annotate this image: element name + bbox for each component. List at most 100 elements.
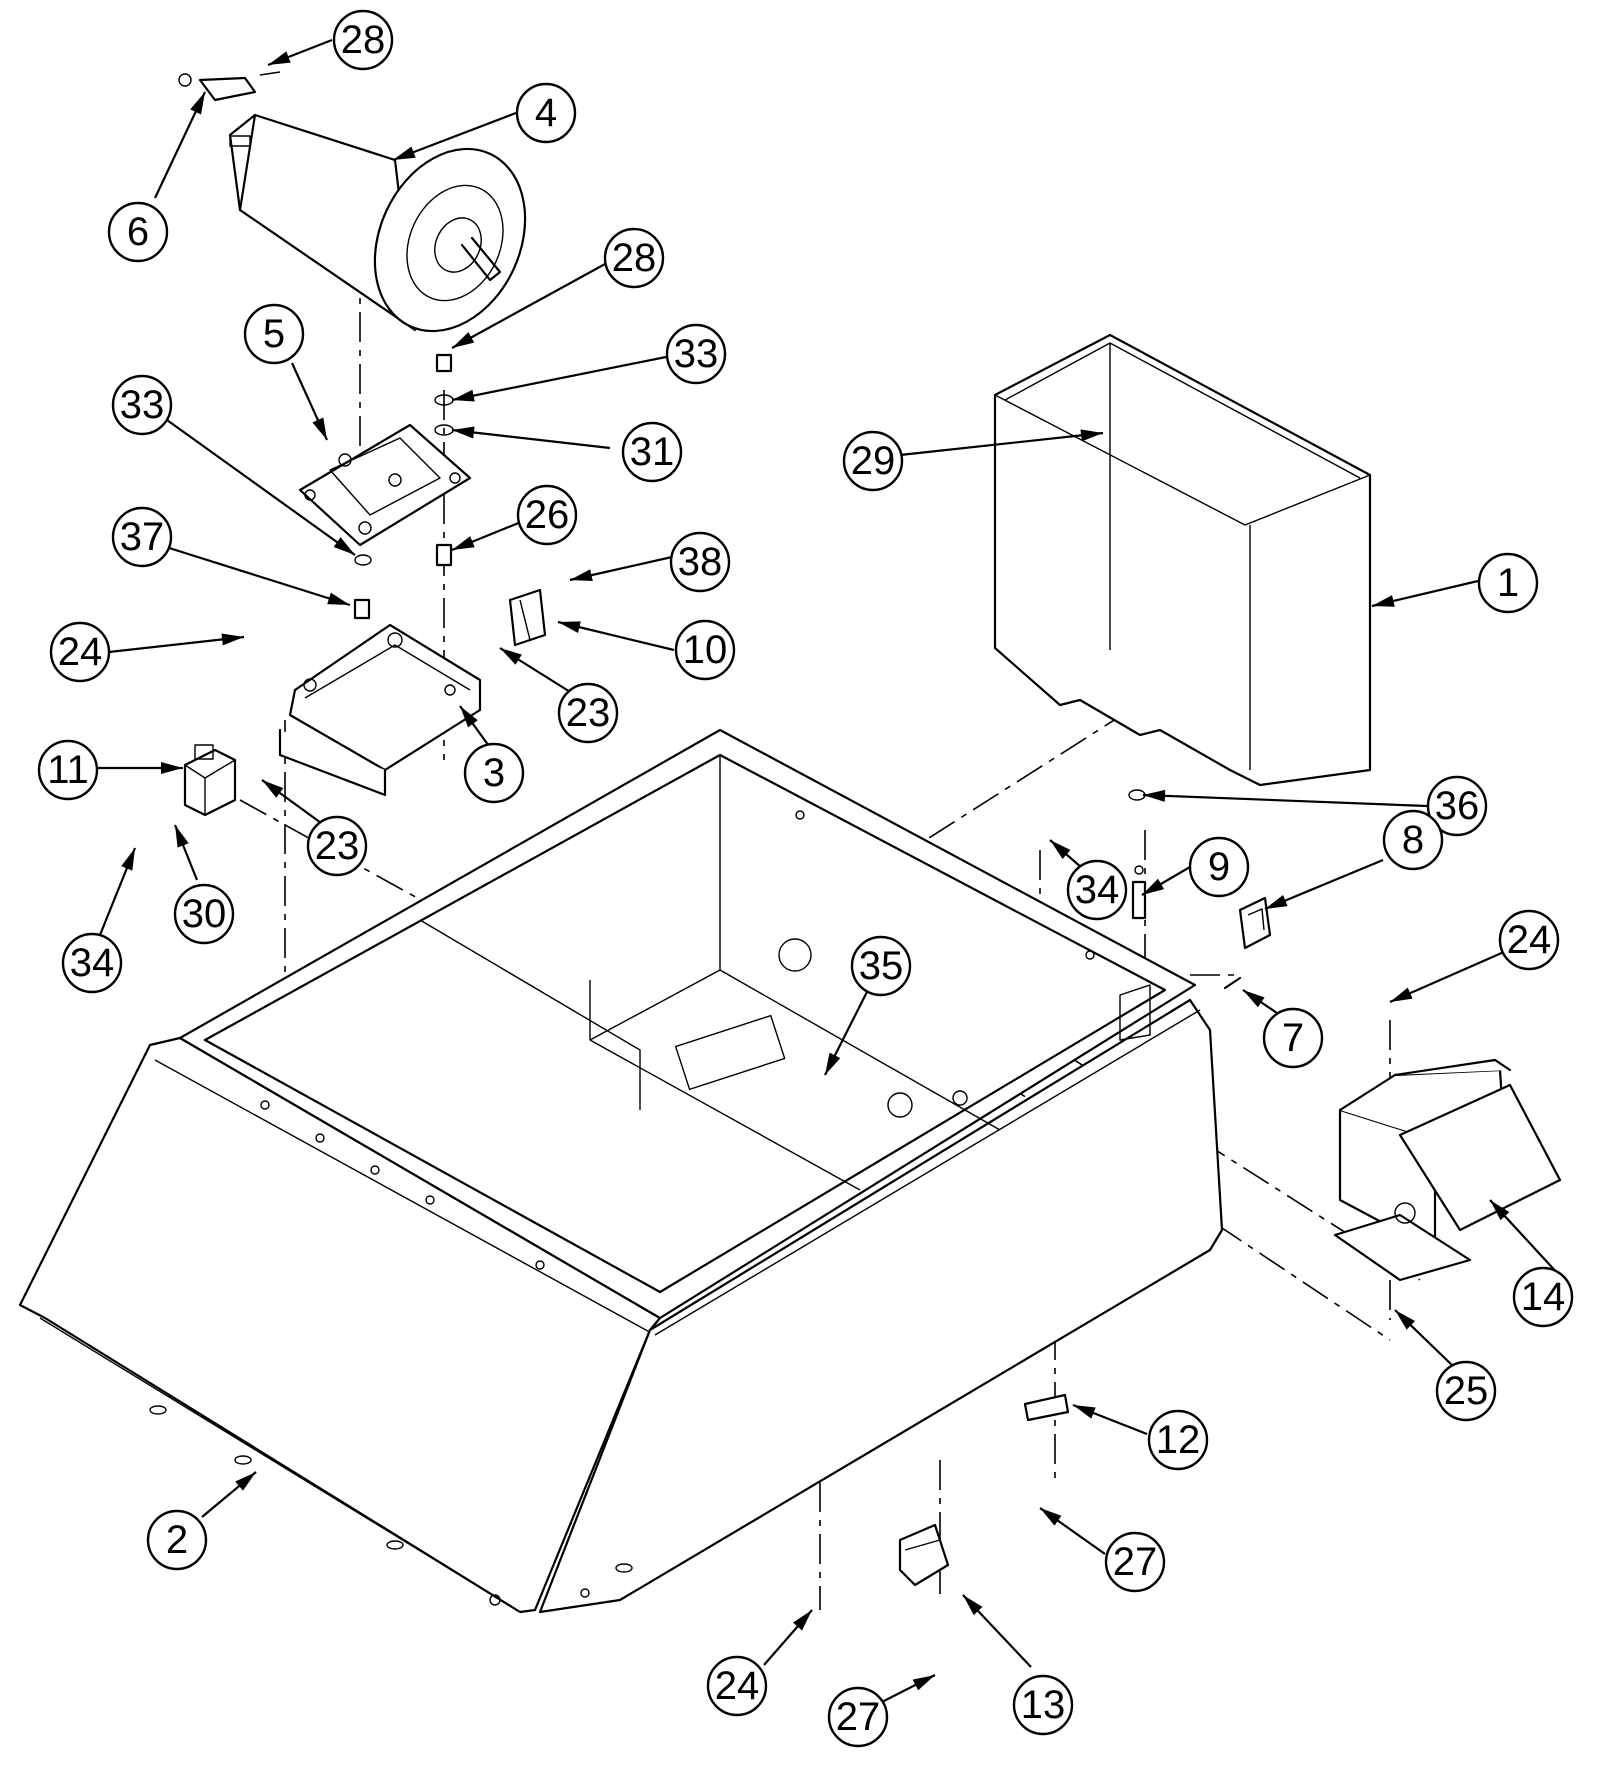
callout-5-label: 5 <box>263 312 285 356</box>
callout-3: 3 <box>463 742 525 804</box>
callout-13-label: 13 <box>1021 1683 1066 1727</box>
callout-26-label: 26 <box>525 493 570 537</box>
callout-33-right: 33 <box>665 323 727 385</box>
switch-bracket <box>278 623 482 797</box>
leader-arrowhead <box>327 592 350 605</box>
callout-24-right: 24 <box>1498 909 1560 971</box>
callout-33-left-label: 33 <box>120 383 165 427</box>
callout-14: 14 <box>1512 1266 1574 1328</box>
callout-25-label: 25 <box>1444 1369 1489 1413</box>
leader-arrowhead <box>175 825 189 848</box>
callout-24-left-label: 24 <box>58 630 103 674</box>
callout-34-center-label: 34 <box>1075 868 1120 912</box>
leader-arrowhead <box>452 332 475 348</box>
leader-arrowhead <box>235 1472 256 1491</box>
leader-arrowhead <box>500 648 522 665</box>
leader-arrowhead <box>1395 1310 1415 1330</box>
callout-24-right-label: 24 <box>1507 918 1552 962</box>
callout-8-label: 8 <box>1402 818 1424 862</box>
callout-31-label: 31 <box>630 430 675 474</box>
callout-12-label: 12 <box>1156 1418 1201 1462</box>
callout-36-label: 36 <box>1435 784 1480 828</box>
tank <box>993 333 1372 787</box>
callout-24-bottom: 24 <box>706 1655 768 1717</box>
callout-27-right-label: 27 <box>1113 1540 1158 1584</box>
callout-35-label: 35 <box>859 944 904 988</box>
leader-arrowhead <box>825 1052 841 1075</box>
leader-arrowhead <box>312 417 327 440</box>
callout-30: 30 <box>173 883 235 945</box>
callout-33-right-label: 33 <box>674 332 719 376</box>
leader-arrowheads <box>121 51 1510 1691</box>
leader-arrowhead <box>1050 840 1071 860</box>
callout-27-bottom-label: 27 <box>836 1695 881 1739</box>
callout-6: 6 <box>107 201 169 263</box>
callout-37-label: 37 <box>120 515 165 559</box>
callout-9-label: 9 <box>1208 845 1230 889</box>
callout-34-center: 34 <box>1066 859 1128 921</box>
leader-arrowhead <box>262 780 284 798</box>
callout-29: 29 <box>842 430 904 492</box>
leader-arrowhead <box>221 633 244 646</box>
leader-arrowhead <box>963 1595 983 1616</box>
leader-arrowhead <box>912 1675 935 1691</box>
leader-arrowhead <box>570 569 593 582</box>
callout-34-left-label: 34 <box>70 941 115 985</box>
callout-11-label: 11 <box>47 748 89 792</box>
leader-arrowhead <box>1390 987 1413 1002</box>
callout-3-label: 3 <box>483 751 505 795</box>
motor <box>178 71 527 333</box>
callout-23-lower-label: 23 <box>315 824 360 868</box>
callout-28-top: 28 <box>332 9 394 71</box>
callout-11: 11 <box>37 739 99 801</box>
callout-8: 8 <box>1382 809 1444 871</box>
callout-2: 2 <box>146 1509 208 1571</box>
callout-23-upper: 23 <box>557 682 619 744</box>
callout-14-label: 14 <box>1521 1275 1566 1319</box>
callout-28-top-label: 28 <box>341 18 386 62</box>
leader-arrowhead <box>161 762 183 774</box>
leader-arrowhead <box>793 1610 812 1631</box>
leader-arrowhead <box>452 536 475 550</box>
leader-arrowhead <box>452 389 475 402</box>
callout-10-label: 10 <box>683 628 728 672</box>
leader-arrowhead <box>1040 1508 1062 1526</box>
callout-38-label: 38 <box>678 540 723 584</box>
callout-7: 7 <box>1262 1007 1324 1069</box>
mount-hardware <box>353 353 454 620</box>
leader-arrowhead <box>268 51 291 65</box>
small-parts <box>1128 789 1242 990</box>
callout-1: 1 <box>1477 552 1539 614</box>
relay <box>183 744 237 817</box>
leader-arrowhead <box>1372 595 1395 607</box>
leader-arrowhead <box>1143 789 1166 802</box>
callout-25: 25 <box>1435 1360 1497 1422</box>
base-cabinet <box>18 728 1224 1614</box>
callout-36: 36 <box>1426 775 1488 837</box>
leader-arrowhead <box>393 146 416 160</box>
switches <box>508 588 1272 1587</box>
callout-4: 4 <box>515 82 577 144</box>
callout-10: 10 <box>674 619 736 681</box>
leader-arrowhead <box>1265 895 1288 909</box>
motor-mount <box>298 423 472 547</box>
transformer <box>1333 1058 1562 1282</box>
leader-arrowhead <box>1243 990 1265 1008</box>
callout-12: 12 <box>1147 1409 1209 1471</box>
callout-24-left: 24 <box>49 621 111 683</box>
callout-7-label: 7 <box>1282 1016 1304 1060</box>
leader-arrowhead <box>460 706 478 728</box>
callout-31: 31 <box>621 421 683 483</box>
callout-33-left: 33 <box>111 374 173 436</box>
leader-arrowhead <box>1142 878 1165 895</box>
leader-arrowhead <box>452 426 475 439</box>
leader-arrowhead <box>1080 429 1103 442</box>
leader-arrowhead <box>190 92 205 115</box>
callout-9: 9 <box>1188 836 1250 898</box>
leader-arrowhead <box>558 621 581 633</box>
leader-arrowhead <box>1073 1405 1096 1419</box>
callout-34-left: 34 <box>61 932 123 994</box>
callout-26: 26 <box>516 484 578 546</box>
leader-arrowhead <box>333 537 355 555</box>
